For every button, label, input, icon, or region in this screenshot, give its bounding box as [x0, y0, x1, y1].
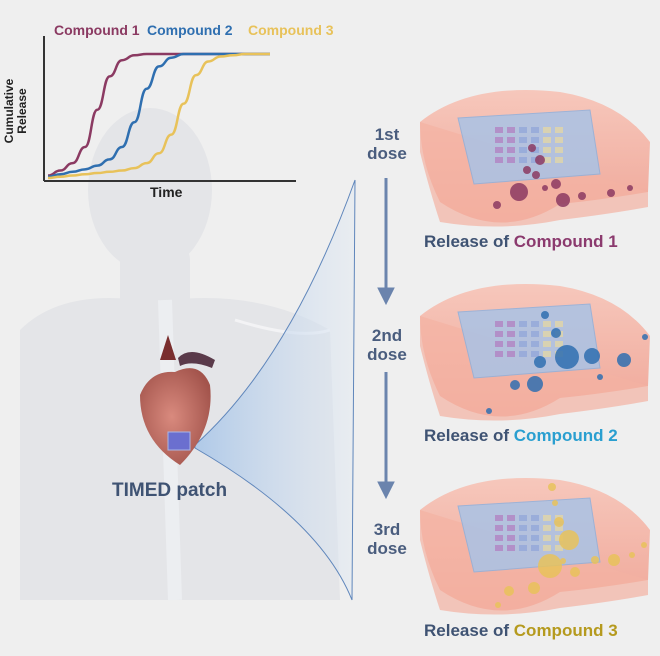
legend-compound-2: Compound 2	[147, 22, 233, 38]
zoom-cone	[194, 179, 356, 601]
dose-label-1: 1st dose	[357, 125, 417, 163]
series-line-compound-3	[47, 52, 270, 180]
release-compound: Compound 2	[513, 426, 618, 445]
release-caption-2: Release of Compound 2	[424, 426, 618, 446]
dose-word: dose	[367, 345, 407, 364]
release-caption-1: Release of Compound 1	[424, 232, 618, 252]
y-axis-label: Cumulative Release	[2, 78, 29, 144]
dose-word: dose	[367, 539, 407, 558]
patch-label: TIMED patch	[112, 480, 228, 501]
x-axis-label: Time	[150, 184, 183, 200]
dose-ordinal: 1st	[374, 125, 400, 144]
legend-compound-3: Compound 3	[248, 22, 334, 38]
release-prefix: Release of	[424, 426, 510, 445]
dose-label-3: 3rd dose	[357, 520, 417, 558]
legend-compound-1: Compound 1	[54, 22, 140, 38]
dose-ordinal: 2nd	[371, 326, 403, 345]
release-compound: Compound 3	[513, 621, 618, 640]
release-prefix: Release of	[424, 232, 510, 251]
skin-tissue-2	[420, 284, 650, 421]
dose-arrows	[377, 178, 395, 500]
series-line-compound-1	[47, 52, 270, 177]
release-chart	[43, 36, 296, 182]
dose-word: dose	[367, 144, 407, 163]
series-line-compound-2	[47, 52, 270, 179]
skin-tissue-1	[420, 90, 650, 227]
skin-tissue-3	[420, 478, 650, 615]
dose-ordinal: 3rd	[373, 520, 401, 539]
dose-label-2: 2nd dose	[357, 326, 417, 364]
release-caption-3: Release of Compound 3	[424, 621, 618, 641]
heart-icon	[140, 335, 215, 465]
release-compound: Compound 1	[513, 232, 618, 251]
release-prefix: Release of	[424, 621, 510, 640]
